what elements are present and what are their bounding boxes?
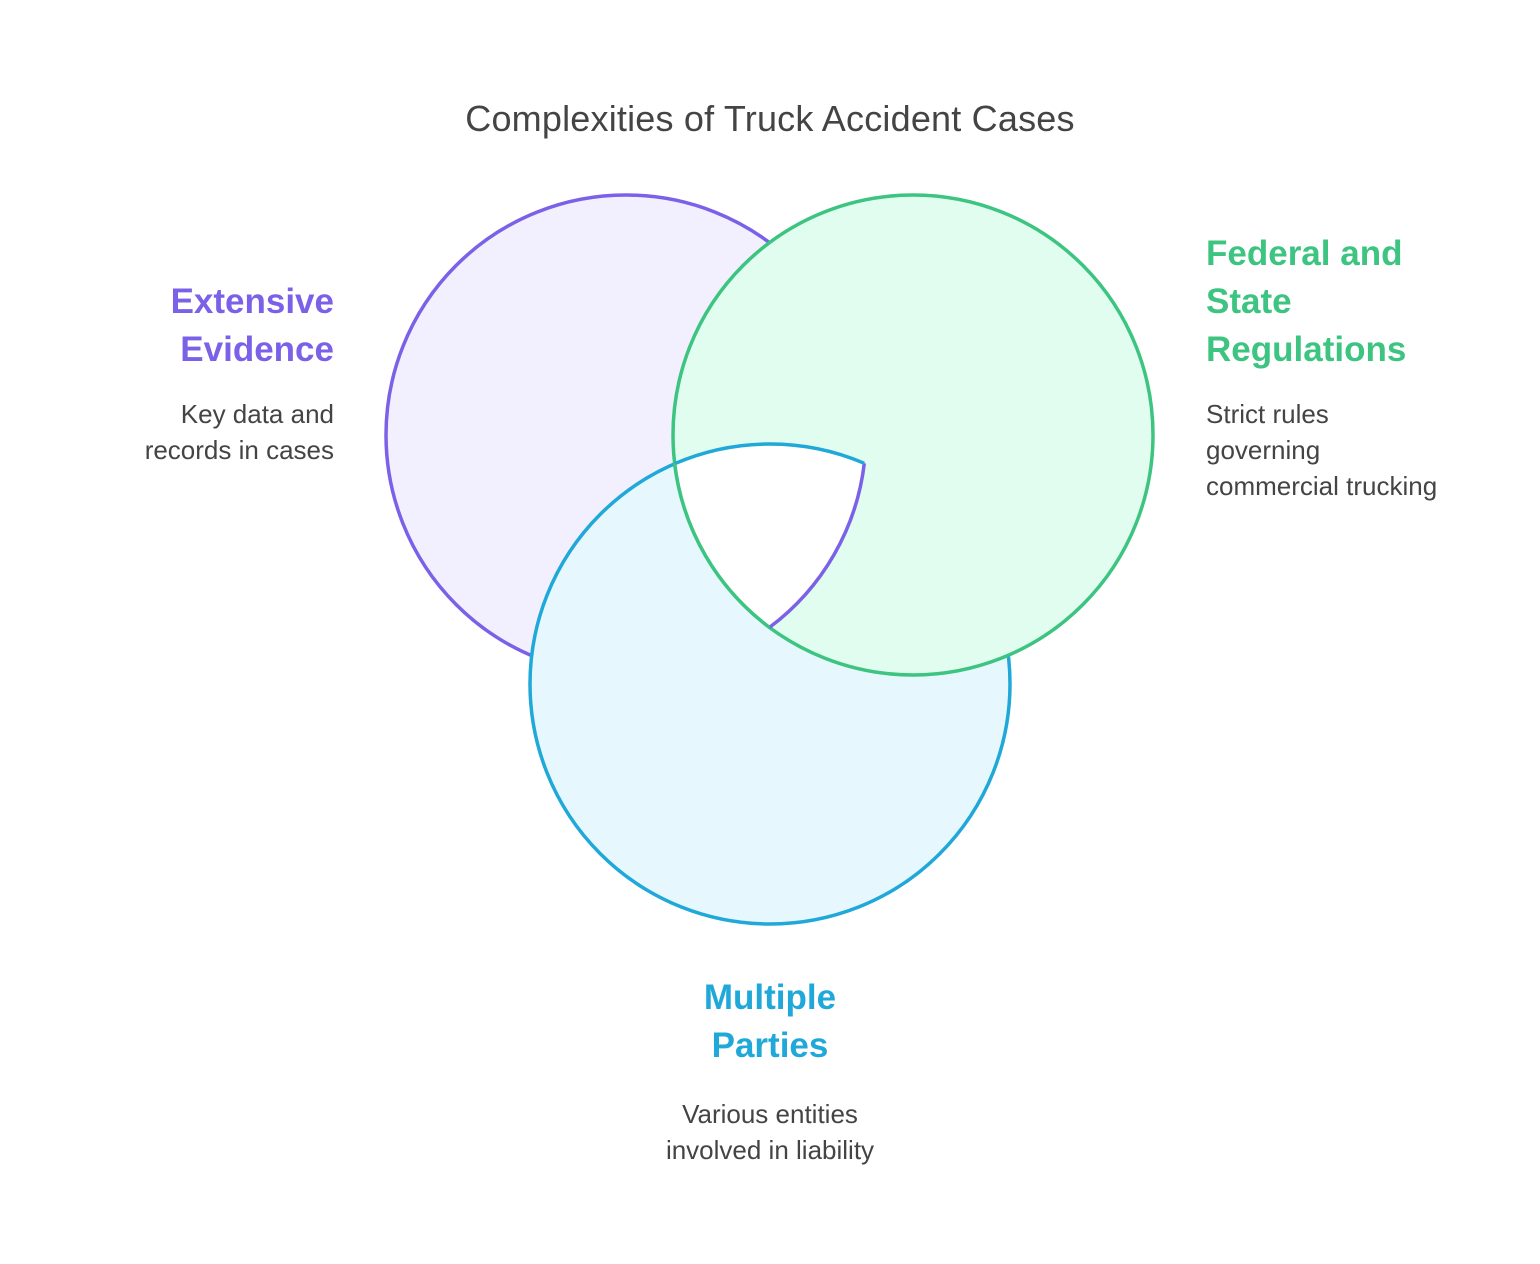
evidence-center-arc xyxy=(768,463,867,629)
parties-label: Multiple Parties Various entities involv… xyxy=(570,974,970,1168)
regulations-center-arc xyxy=(672,463,771,629)
regulations-description-line: commercial trucking xyxy=(1206,471,1438,501)
parties-description: Various entities involved in liability xyxy=(570,1096,970,1168)
parties-description-line: Various entities xyxy=(682,1099,858,1129)
parties-center-arc xyxy=(674,442,865,466)
regulations-label: Federal and State Regulations Strict rul… xyxy=(1206,230,1526,504)
regulations-heading: Federal and State Regulations xyxy=(1206,230,1526,374)
diagram-title: Complexities of Truck Accident Cases xyxy=(465,98,1075,139)
parties-heading: Multiple Parties xyxy=(570,974,970,1070)
regulations-description: Strict rules governing commercial trucki… xyxy=(1206,396,1526,504)
parties-heading-line: Parties xyxy=(711,1026,829,1065)
regulations-heading-line: Regulations xyxy=(1206,330,1407,369)
regulations-description-line: Strict rules xyxy=(1206,399,1329,429)
regulations-heading-line: Federal and xyxy=(1206,234,1403,273)
regulations-description-line: governing xyxy=(1206,435,1321,465)
evidence-heading-line: Extensive xyxy=(170,282,334,321)
regulations-heading-line: State xyxy=(1206,282,1292,321)
evidence-heading: Extensive Evidence xyxy=(60,278,334,374)
evidence-description-line: records in cases xyxy=(144,435,334,465)
center-intersection xyxy=(674,443,865,628)
evidence-description: Key data and records in cases xyxy=(60,396,334,468)
parties-heading-line: Multiple xyxy=(703,978,837,1017)
evidence-description-line: Key data and xyxy=(180,399,334,429)
parties-description-line: involved in liability xyxy=(665,1135,875,1165)
evidence-label: Extensive Evidence Key data and records … xyxy=(60,278,334,468)
evidence-heading-line: Evidence xyxy=(180,330,334,369)
